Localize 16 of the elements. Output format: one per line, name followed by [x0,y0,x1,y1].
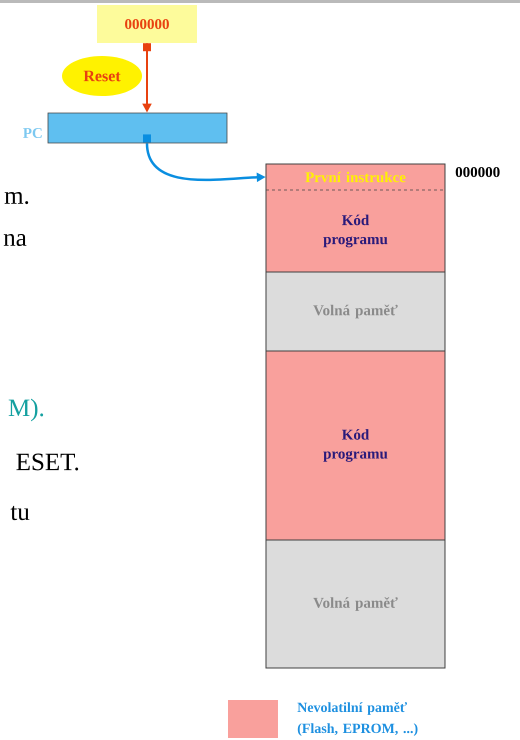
text-fragment: M). [8,398,44,422]
address-label: 000000 [456,166,500,178]
text-fragment: ESET. [16,454,78,470]
node-label: První instrukce [305,172,406,182]
text-fragment: tu [10,506,30,520]
text-fragment: m. [4,192,28,204]
text-fragment: na [4,234,26,246]
legend-text: Nevolatilní paměť (Flash, EPROM, ...) [297,702,418,736]
node-label: Kód programu [323,214,388,248]
memory-block: První instrukce [266,164,445,190]
address-box: 000000 [97,5,197,44]
register-label: PC [23,128,42,138]
register-box [48,112,228,144]
memory-block: Volná paměť [266,540,445,668]
memory-block: Kód programu [266,351,445,540]
memory-block: Volná paměť [266,272,445,351]
